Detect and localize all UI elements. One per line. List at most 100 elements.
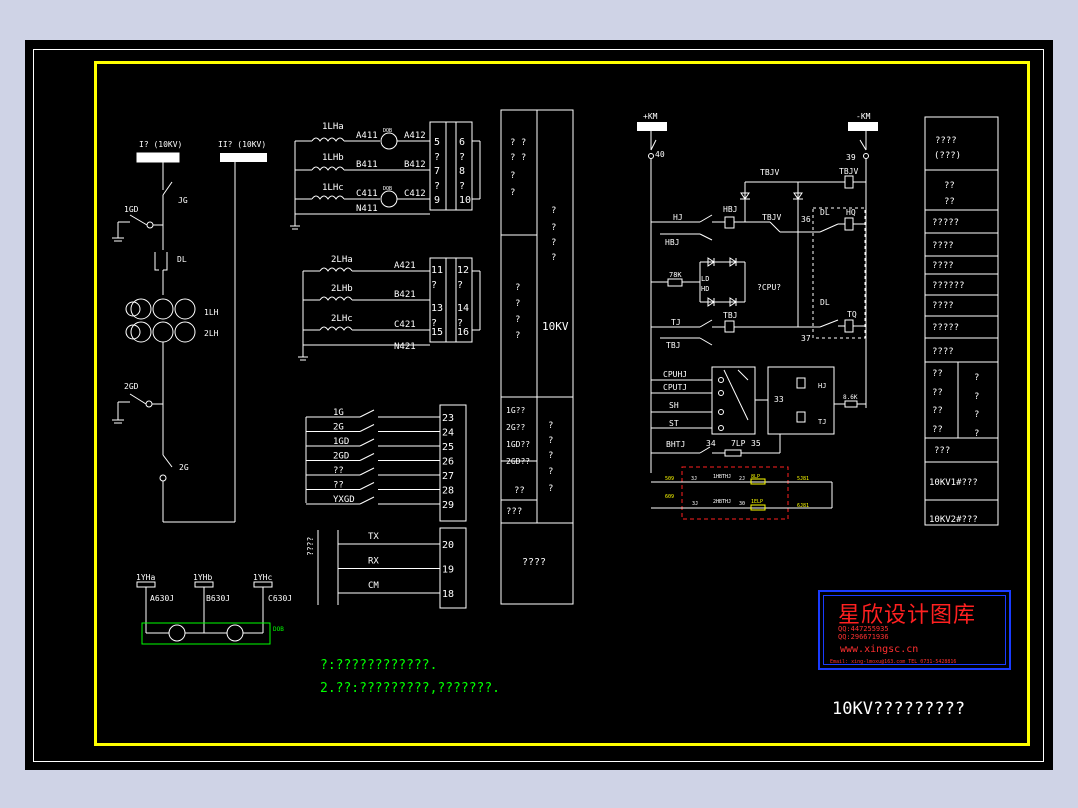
r1-label: 3J (692, 501, 698, 507)
mid-r4-left: ?? (514, 486, 525, 496)
bus-1-label: I? (10KV) (139, 140, 182, 149)
bus-2-label: II? (10KV) (218, 140, 266, 149)
r2bh-label: 2HBTHJ (713, 499, 731, 505)
lhc-label: 1LHc (322, 183, 344, 193)
terminal-b-0: 6 (459, 137, 465, 148)
lh1-label: 1LH (204, 308, 219, 317)
note-1: ?:????????????. (320, 658, 437, 673)
drawing-frame (94, 61, 1030, 746)
mid-r3-right-4: ? (548, 484, 553, 494)
mid-r3-left-1: 2G?? (506, 423, 525, 432)
terminal-b-2: 8 (459, 166, 465, 177)
mid-r3-left-3: 2GD?? (506, 457, 530, 466)
lh2a-label: 2LHa (331, 255, 353, 265)
gd2-label: 2GD (124, 382, 139, 391)
tbj-label-2: TBJ (723, 311, 737, 320)
right-10kv2: 10KV2#??? (929, 515, 978, 525)
sh-label: SH (669, 401, 679, 410)
mid-r2-right: 10KV (542, 320, 569, 333)
mid-r2-left-0: ? (515, 283, 520, 293)
comm-terminal-1: 19 (442, 565, 454, 576)
dob-label-2: DOB (383, 186, 392, 192)
terminal-a-2: 7 (434, 166, 440, 177)
right-row-3: ?????? (932, 281, 965, 291)
middle-table: ? ?? ???????????10KV1G??2G??1GD??2GD????… (500, 109, 574, 605)
cpu-label: ?CPU? (757, 283, 781, 292)
n411-label: N411 (356, 204, 378, 214)
switch-terminal-0: 23 (442, 413, 454, 424)
r30-label: 30 (739, 501, 745, 507)
mid-r1-left-1: ? ? (510, 153, 526, 163)
switch-terminal-6: 29 (442, 500, 454, 511)
switch-label-0: 1G (333, 408, 344, 418)
tbjv-label-3: TBJV (839, 167, 858, 176)
ct-circuit-1: 1LHa 1LHb 1LHc DOB DOB A411 B411 C411 N4… (290, 121, 481, 230)
b421-label: B421 (394, 290, 416, 300)
mid-r2-left-2: ? (515, 315, 520, 325)
lh2b-label: 2LHb (331, 284, 353, 294)
tj2-label: TJ (818, 418, 826, 426)
watermark-qq-2: QQ:296671936 (838, 633, 889, 641)
switch-terminal-3: 26 (442, 457, 454, 468)
switch-label-1: 2G (333, 423, 344, 433)
right-row-2: ???? (932, 261, 954, 271)
a421-label: A421 (394, 261, 416, 271)
right-10kv1: 10KV1#??? (929, 478, 978, 488)
r1lp-label: 1ELP (751, 499, 763, 505)
terminal-d-4: 16 (457, 327, 469, 338)
tj-label: TJ (671, 318, 681, 327)
terminal-c-4: 15 (431, 327, 443, 338)
cpuhj-label: CPUHJ (663, 370, 687, 379)
c411-label: C411 (356, 189, 378, 199)
right-row-0: ????? (932, 218, 959, 228)
right-row-4: ???? (932, 301, 954, 311)
c421-label: C421 (394, 320, 416, 330)
lhb-label: 1LHb (322, 153, 344, 163)
switch-terminal-2: 25 (442, 442, 454, 453)
watermark-mail: Email: xing-lmoxu@163.com TEL 0731-54288… (830, 659, 957, 665)
cputj-label: CPUTJ (663, 383, 687, 392)
mid-r3-left-2: 1GD?? (506, 440, 530, 449)
r78-label: 78K (669, 271, 682, 279)
switch-label-3: 2GD (333, 452, 349, 462)
terminal-d-2: 14 (457, 303, 469, 314)
comm-terminal-2: 18 (442, 589, 454, 600)
yhc-label: 1YHc (253, 573, 272, 582)
dob-label-1: DOB (383, 128, 392, 134)
mid-r1-left-2: ? (510, 171, 515, 181)
vt-circuit: 1YHa 1YHb 1YHc A630J B630J C630J DOB (136, 573, 292, 645)
note-2: 2.??:?????????,???????. (320, 681, 500, 696)
right-r1-line2: (???) (934, 151, 961, 161)
g2-label: 2G (179, 463, 189, 472)
a412-label: A412 (404, 131, 426, 141)
outer-border (33, 49, 1044, 762)
mid-r6: ???? (522, 557, 546, 568)
lh2c-label: 2LHc (331, 314, 353, 324)
r609-label: 609 (665, 494, 674, 500)
c412-label: C412 (404, 189, 426, 199)
terminal-d-3: ? (457, 318, 463, 329)
watermark-inner-border (823, 595, 1006, 665)
a411-label: A411 (356, 131, 378, 141)
r8lp-label: 8LP (751, 474, 760, 480)
mid-r5-left: ??? (506, 507, 522, 517)
dl-label: DL (177, 255, 187, 264)
right-split-right-1: ? (974, 392, 979, 402)
lh2-label: 2LH (204, 329, 219, 338)
mid-r3-right-2: ? (548, 451, 553, 461)
vt-dob-label: DOB (273, 626, 284, 633)
minus-km-label: -KM (856, 112, 871, 121)
terminal-d-1: ? (457, 280, 463, 291)
right-split-left-2: ?? (932, 406, 943, 416)
right-split-right-0: ? (974, 373, 979, 383)
a630-label: A630J (150, 594, 174, 603)
r2-label: 2J (739, 476, 745, 482)
right-table: ????(???)???????????????????????????????… (924, 116, 999, 526)
right-r1-line1: ???? (935, 136, 957, 146)
mid-r3-right-0: ? (548, 421, 553, 431)
hbj-label-2: HBJ (723, 205, 737, 214)
